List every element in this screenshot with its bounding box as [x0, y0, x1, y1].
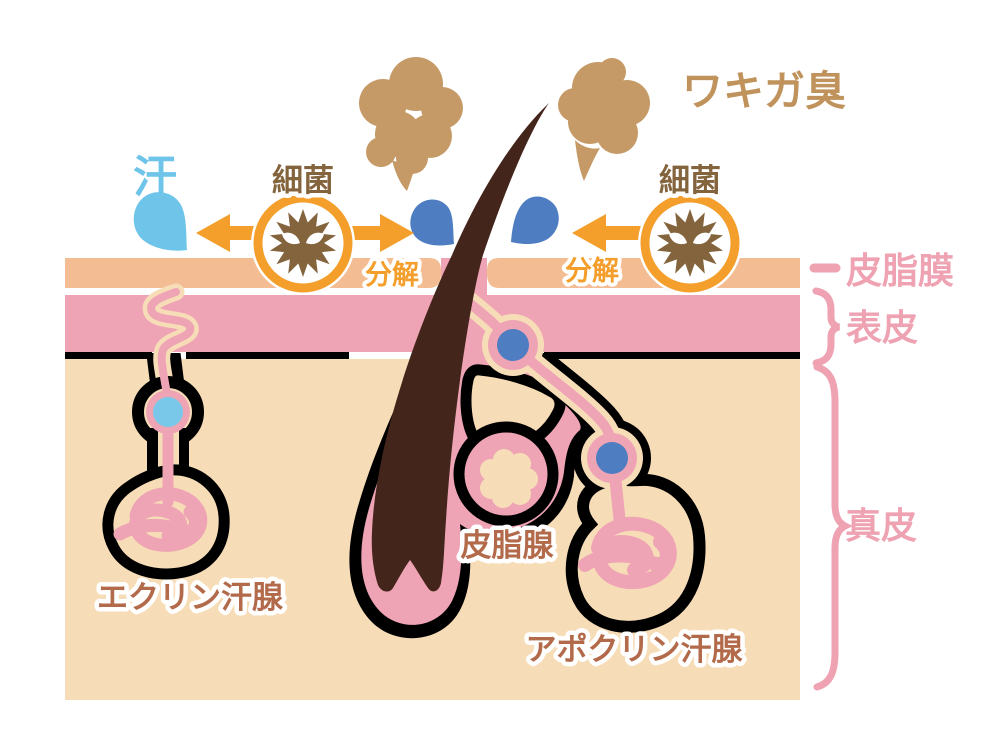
odor-cloud-right	[558, 58, 650, 181]
label-odor: ワキガ臭	[682, 67, 846, 115]
eccrine-coil	[113, 487, 208, 552]
eccrine-sweat-gland	[102, 283, 230, 580]
label-bacteria-right: 細菌	[659, 163, 721, 199]
label-sebaceous-gland: 皮脂腺	[461, 528, 555, 564]
apocrine-duct-dot-upper	[497, 329, 529, 361]
label-sebum-film: 皮脂膜	[846, 251, 954, 292]
bacteria-icon-left	[251, 191, 355, 295]
bacteria-icon-right	[638, 191, 742, 295]
label-apocrine-gland: アポクリン汗腺	[526, 632, 744, 668]
label-eccrine-gland: エクリン汗腺	[97, 580, 284, 616]
layer-annotations	[809, 263, 853, 691]
label-sweat: 汗	[133, 152, 177, 203]
sweat-droplet-dark-right	[511, 196, 559, 244]
arrow-to-hair-right-head	[572, 214, 606, 252]
label-bacteria-left: 細菌	[272, 163, 334, 199]
hair-shaft	[371, 103, 549, 592]
epidermis-dermis-border	[65, 352, 152, 359]
sebaceous-gland-lobes	[480, 449, 538, 508]
label-decompose-right: 分解	[565, 256, 619, 287]
eccrine-duct-core	[147, 288, 195, 404]
apocrine-lower-duct	[608, 460, 626, 530]
eccrine-duct-dot	[153, 397, 183, 427]
label-dermis: 真皮	[845, 506, 917, 547]
epidermis-dermis-border	[186, 352, 349, 359]
label-epidermis: 表皮	[846, 308, 918, 349]
arrow-to-sweat-head	[196, 214, 230, 252]
epidermis-dermis-border	[544, 352, 800, 359]
dermis-brace	[813, 363, 853, 691]
sebaceous-gland	[453, 421, 559, 527]
epidermis-brace	[812, 287, 840, 367]
sweat-droplet-dark-left	[410, 199, 454, 246]
odor-cloud-left	[359, 57, 463, 191]
sweat-droplet-light	[133, 192, 187, 251]
apocrine-sweat-gland	[457, 291, 706, 633]
arrow-to-hair-left-head	[380, 214, 414, 252]
apocrine-duct-dot-lower	[596, 442, 628, 474]
apocrine-coil	[578, 516, 677, 590]
label-decompose-left: 分解	[365, 260, 419, 291]
